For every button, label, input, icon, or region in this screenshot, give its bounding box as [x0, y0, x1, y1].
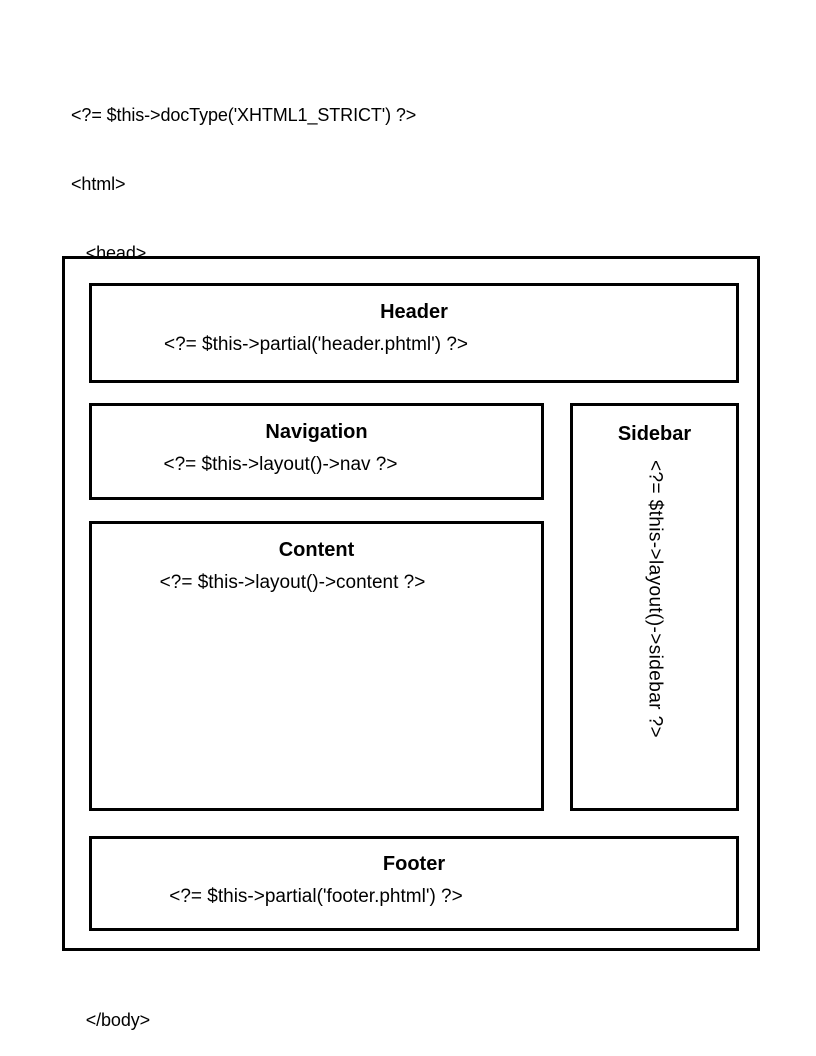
region-footer-title: Footer — [382, 853, 446, 875]
region-footer-code: <?= $this->partial('footer.phtml') ?> — [169, 886, 463, 907]
body-frame: Header <?= $this->partial('header.phtml'… — [62, 256, 760, 951]
region-content-code: <?= $this->layout()->content ?> — [159, 572, 426, 593]
region-sidebar-title: Sidebar — [617, 423, 692, 445]
region-sidebar: Sidebar <?= $this->layout()->sidebar ?> — [570, 403, 739, 811]
region-content: Content <?= $this->layout()->content ?> — [89, 521, 544, 811]
region-header-title: Header — [380, 301, 448, 323]
region-header: Header <?= $this->partial('header.phtml'… — [89, 283, 739, 383]
code-line-body-close: </body> — [71, 1010, 151, 1030]
region-navigation-title: Navigation — [265, 421, 368, 443]
region-footer: Footer <?= $this->partial('footer.phtml'… — [89, 836, 739, 931]
code-line-doctype: <?= $this->docType('XHTML1_STRICT') ?> — [71, 105, 417, 125]
region-navigation-code: <?= $this->layout()->nav ?> — [163, 454, 398, 475]
region-sidebar-code: <?= $this->layout()->sidebar ?> — [644, 460, 666, 739]
region-navigation: Navigation <?= $this->layout()->nav ?> — [89, 403, 544, 500]
code-listing-bottom: </body> </html> — [71, 963, 150, 1056]
region-header-code: <?= $this->partial('header.phtml') ?> — [163, 334, 469, 355]
code-line-html-open: <html> — [71, 174, 126, 194]
region-content-title: Content — [278, 539, 355, 561]
